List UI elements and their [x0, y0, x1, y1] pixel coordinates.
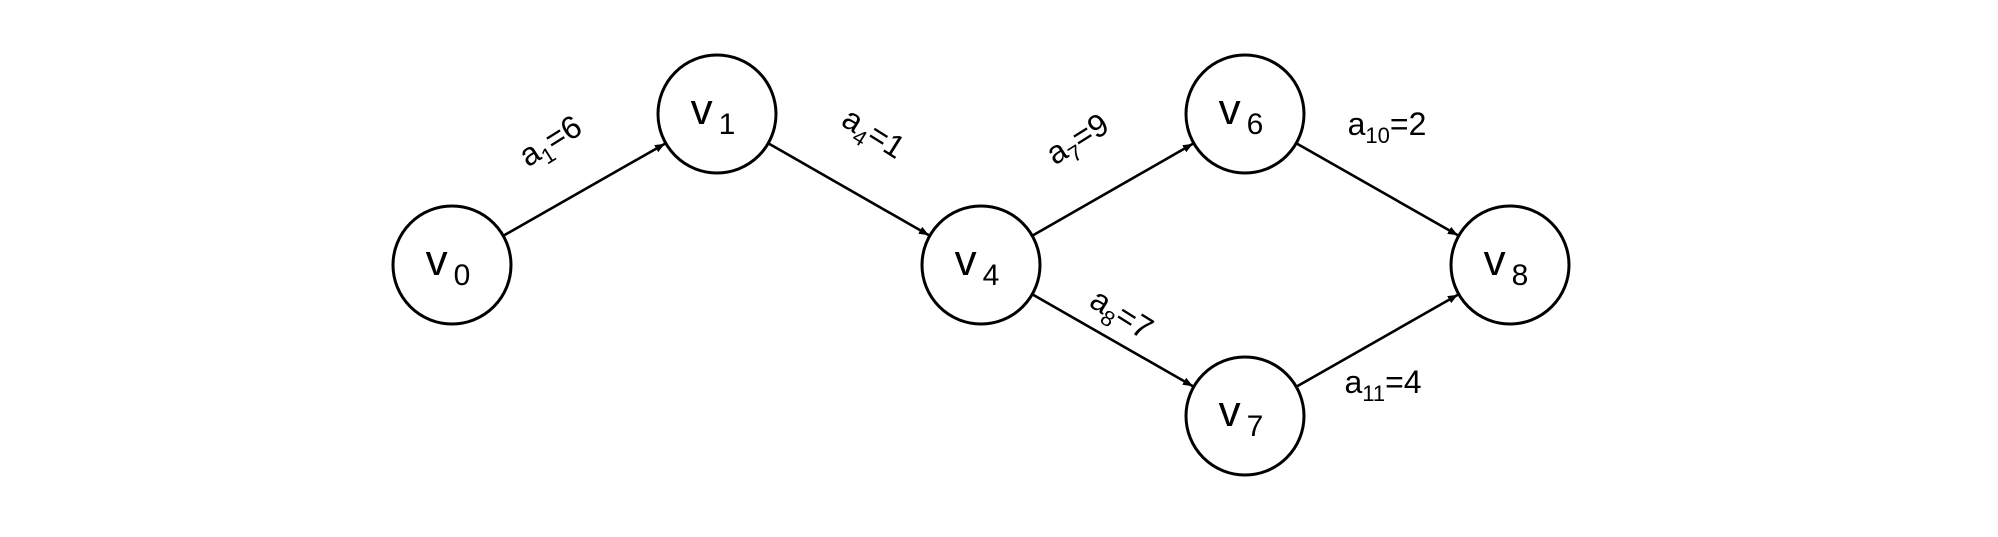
node-label-subscript: 1 [719, 108, 736, 141]
edge-label-subscript: 11 [1362, 381, 1385, 406]
node-v8-circle [1449, 204, 1571, 326]
node-v6-circle [1184, 53, 1306, 175]
edge-v0-v1-arrow [502, 142, 666, 237]
node-v4-circle [920, 204, 1042, 326]
node-label-subscript: 6 [1247, 108, 1264, 141]
node-v7-circle [1184, 355, 1306, 477]
node-label-subscript: 4 [983, 259, 1000, 292]
edge-label-weight: =4 [1385, 364, 1421, 400]
node-v1-circle [656, 53, 778, 175]
node-v0-circle [391, 204, 513, 326]
edge-label-weight: =7 [1110, 297, 1160, 347]
node-label-base: v [1219, 387, 1241, 436]
edge-label-a8: a8=7 [1081, 281, 1160, 352]
edge-label-a1: a1=6 [512, 108, 591, 179]
edge-v4-v6-arrow [1031, 142, 1194, 237]
node-label-subscript: 8 [1512, 259, 1529, 292]
edge-label-a11: a11=4 [1344, 364, 1421, 406]
edge-v6-v8-arrow [1295, 142, 1459, 237]
edge-label-base: a [1344, 364, 1362, 400]
node-label-subscript: 7 [1247, 410, 1264, 443]
node-label-base: v [1219, 85, 1241, 134]
edge-v7-v8-arrow [1295, 293, 1459, 388]
node-label-base: v [1484, 236, 1506, 285]
edge-v1-v4-arrow [767, 142, 930, 237]
edge-v4-v7-arrow [1031, 293, 1194, 388]
node-label-base: v [691, 85, 713, 134]
edges-layer [502, 142, 1459, 388]
edge-label-weight: =2 [1390, 106, 1426, 142]
node-label-base: v [426, 236, 448, 285]
edge-label-a10: a10=2 [1348, 106, 1427, 148]
edge-label-subscript: 10 [1365, 123, 1389, 148]
node-label-base: v [955, 236, 977, 285]
edge-label-base: a [1348, 106, 1366, 142]
node-label-subscript: 0 [454, 259, 471, 292]
edge-label-weight: =1 [862, 116, 912, 166]
edge-label-a7: a7=9 [1039, 106, 1118, 177]
edge-label-a4: a4=1 [833, 100, 912, 171]
